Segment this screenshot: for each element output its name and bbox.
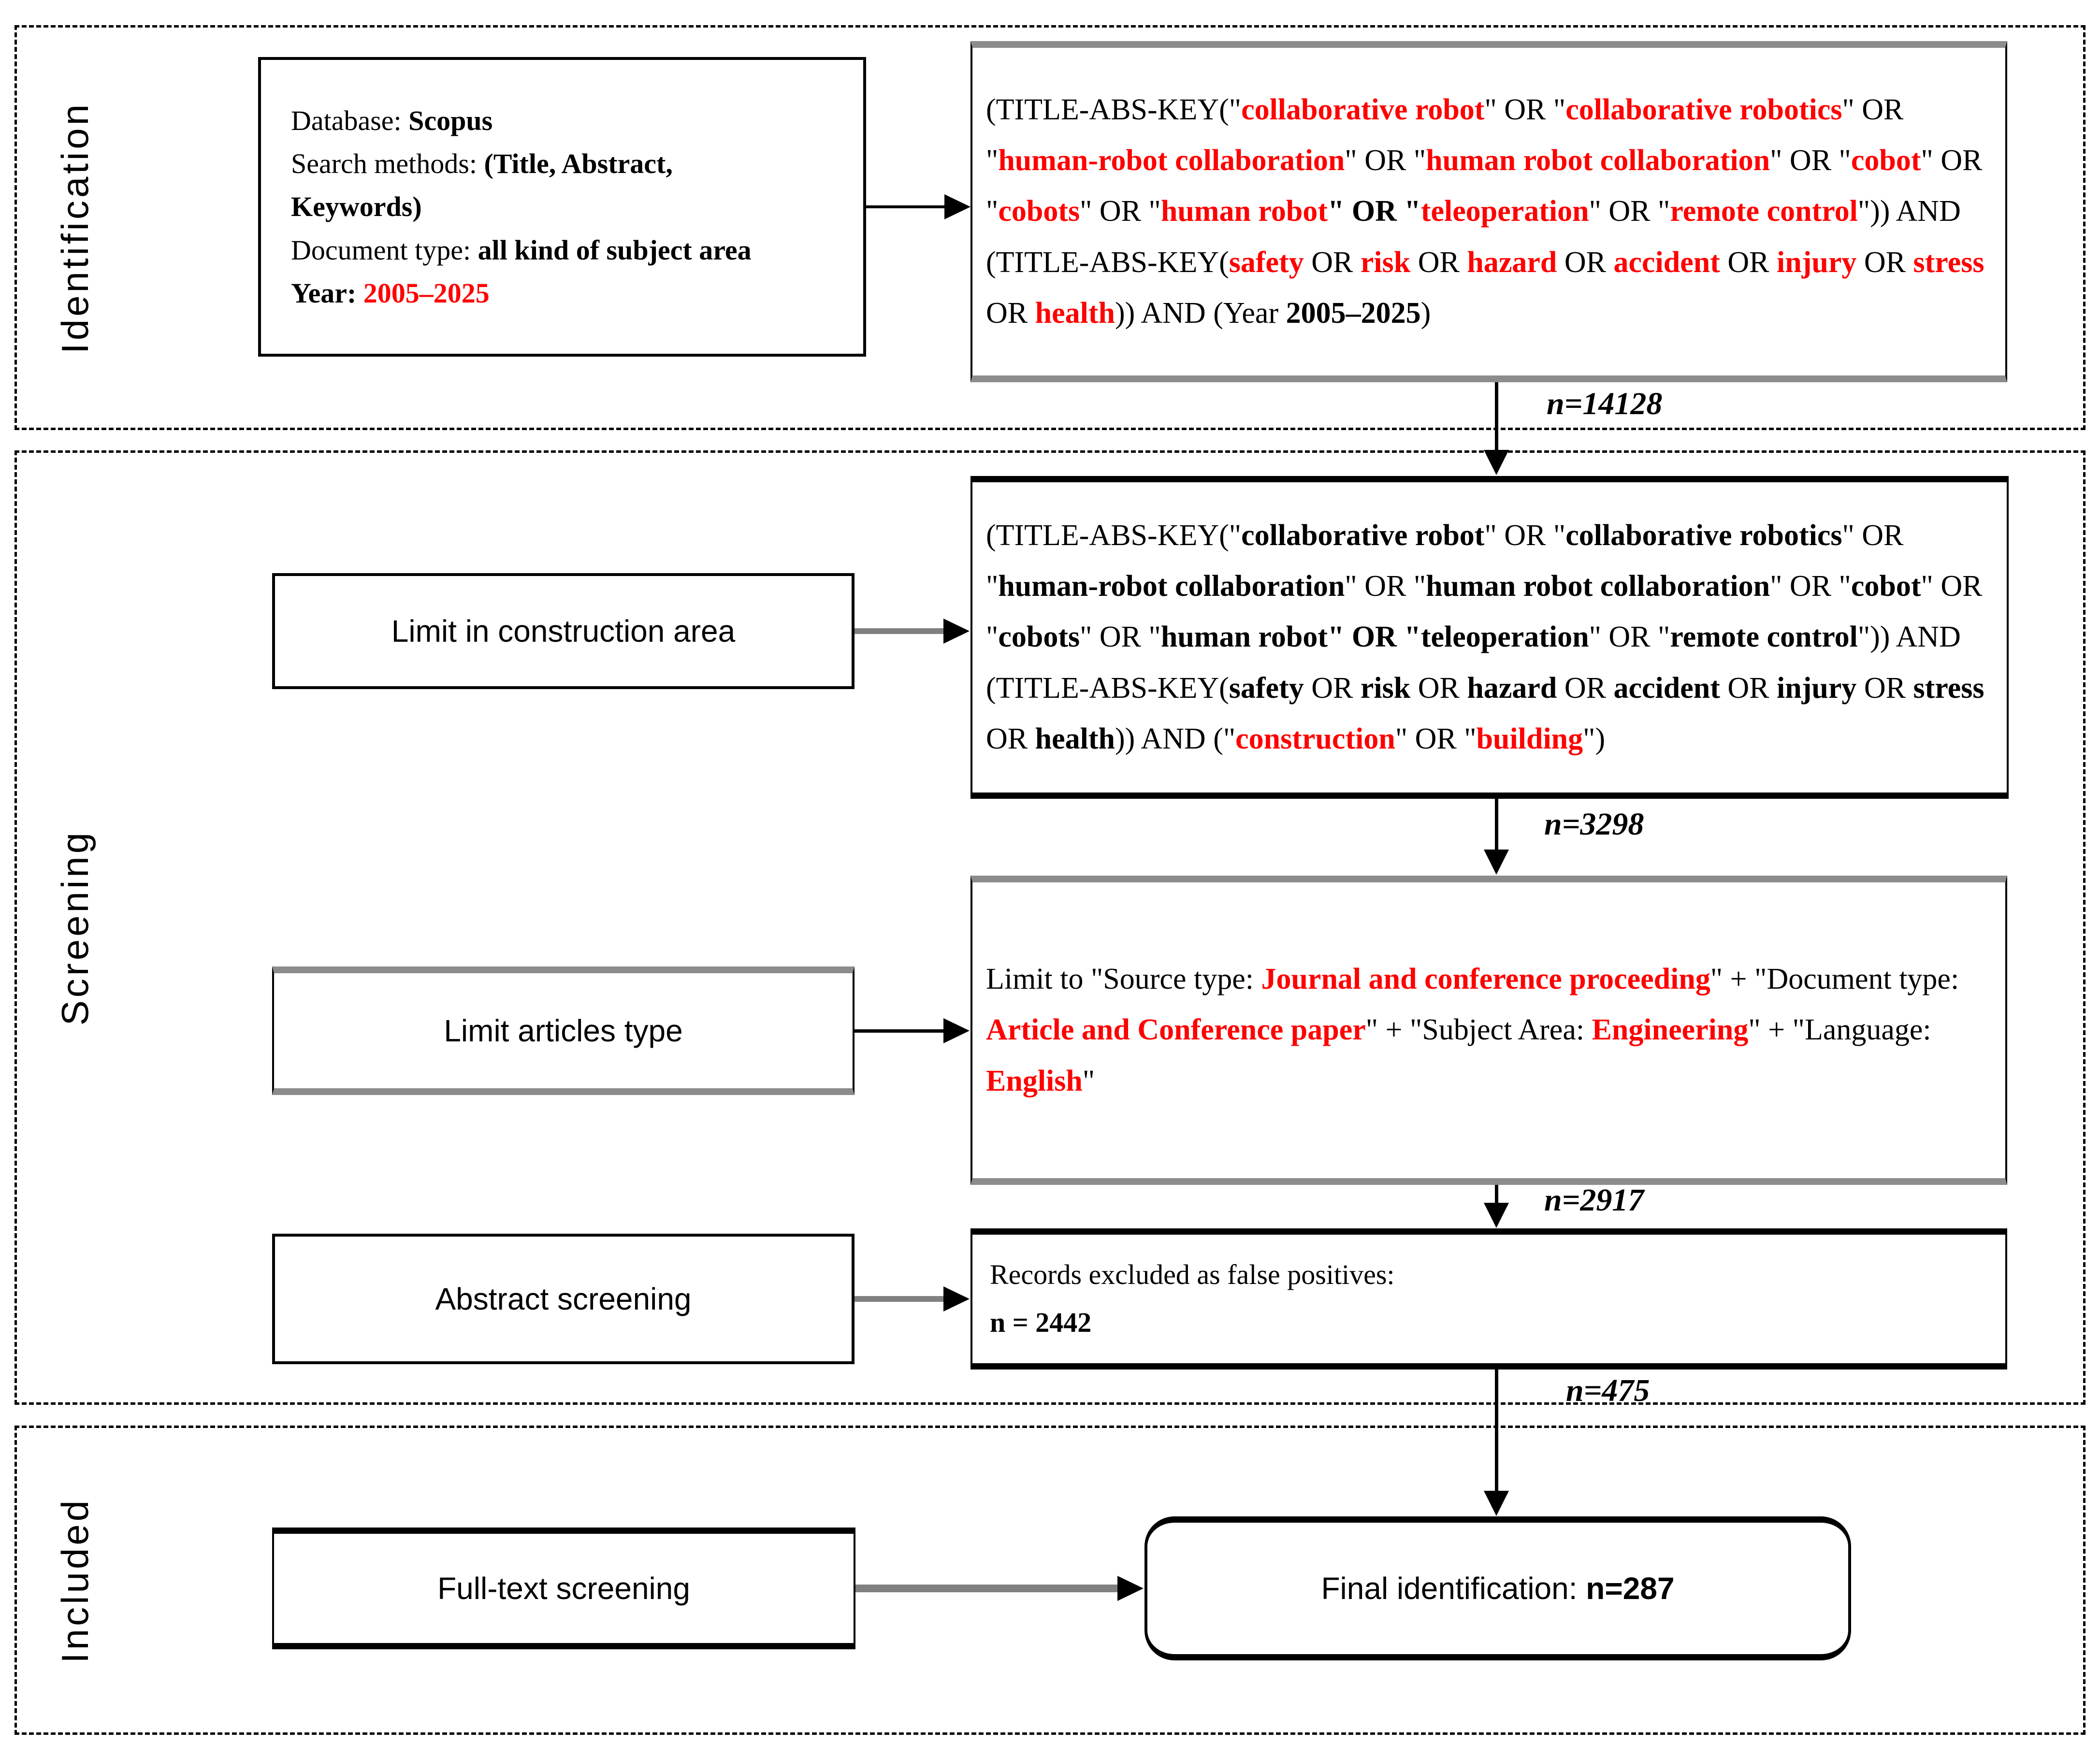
arrow-articles-to-query3-head (943, 1018, 970, 1043)
section-label-wrap-included: Included (34, 1426, 116, 1735)
arrow-fulltext-to-final-line (855, 1585, 1118, 1592)
final-identification-box: Final identification: n=287 (1144, 1516, 1851, 1660)
connector-query1-to-query2-head (1484, 450, 1509, 475)
arrow-articles-to-query3-line (854, 1029, 944, 1033)
limit-construction-label: Limit in construction area (391, 613, 736, 649)
connector-query2-to-query3-line (1495, 799, 1498, 851)
arrow-construction-to-query2-head (943, 619, 970, 644)
section-label-included: Included (53, 1497, 96, 1663)
limit-articles-box: Limit articles type (272, 966, 854, 1095)
count-after-article-limit: n=2917 (1544, 1182, 1644, 1218)
connector-query3-to-records-line (1495, 1185, 1498, 1204)
section-screening (14, 450, 2086, 1405)
section-included (14, 1426, 2086, 1735)
section-identification (14, 25, 2086, 430)
limit-construction-box: Limit in construction area (272, 573, 854, 689)
connector-query3-to-records-head (1484, 1203, 1509, 1228)
arrow-criteria-to-query1-head (944, 194, 970, 219)
connector-query1-to-query2-line (1495, 382, 1498, 451)
query-box-identification: (TITLE-ABS-KEY("collaborative robot" OR … (970, 41, 2007, 382)
arrow-abstract-to-records-line (854, 1296, 944, 1302)
query-box-article-limits: Limit to "Source type: Journal and confe… (970, 876, 2007, 1185)
connector-records-to-final-line (1495, 1369, 1498, 1492)
arrow-fulltext-to-final-head (1117, 1576, 1144, 1601)
abstract-screening-label: Abstract screening (435, 1281, 692, 1316)
section-label-wrap-screening: Screening (34, 450, 116, 1405)
records-excluded-box: Records excluded as false positives:n = … (970, 1228, 2007, 1369)
count-after-abstract-screening: n=475 (1566, 1373, 1650, 1408)
arrow-criteria-to-query1-line (866, 205, 945, 208)
fulltext-screening-box: Full-text screening (272, 1528, 855, 1649)
count-after-identification: n=14128 (1547, 386, 1663, 421)
connector-records-to-final-head (1484, 1491, 1509, 1516)
abstract-screening-box: Abstract screening (272, 1234, 854, 1364)
count-after-construction-limit: n=3298 (1544, 807, 1644, 842)
limit-articles-label: Limit articles type (444, 1013, 683, 1048)
fulltext-screening-label: Full-text screening (437, 1571, 690, 1606)
section-label-screening: Screening (53, 829, 96, 1026)
query-box-construction: (TITLE-ABS-KEY("collaborative robot" OR … (970, 476, 2009, 799)
arrow-abstract-to-records-head (943, 1286, 970, 1312)
connector-query2-to-query3-head (1484, 850, 1509, 875)
section-label-wrap-identification: Identification (34, 25, 116, 430)
arrow-construction-to-query2-line (854, 628, 944, 634)
section-label-identification: Identification (53, 101, 96, 354)
